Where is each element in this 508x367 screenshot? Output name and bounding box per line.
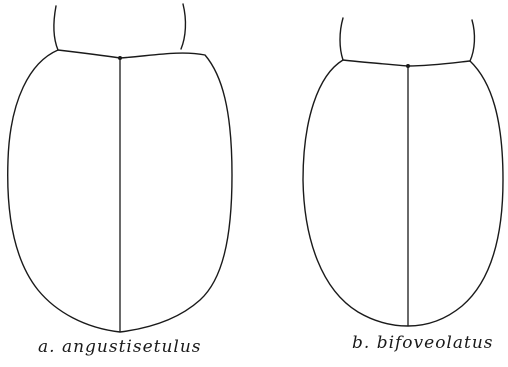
pronotum-base-a-right	[181, 4, 185, 49]
scutellum-b	[406, 64, 410, 68]
pronotum-base-a	[54, 6, 58, 50]
elytra-body-b	[303, 60, 503, 326]
figure-caption-a: a. angustisetulus	[38, 337, 202, 357]
pronotum-base-b-right	[470, 20, 474, 61]
elytra-outline-b	[303, 18, 503, 326]
elytra-outline-a	[8, 4, 232, 332]
pronotum-base-b	[340, 18, 343, 60]
scutellum-a	[118, 56, 122, 60]
figure-caption-b: b. bifoveolatus	[352, 333, 494, 353]
